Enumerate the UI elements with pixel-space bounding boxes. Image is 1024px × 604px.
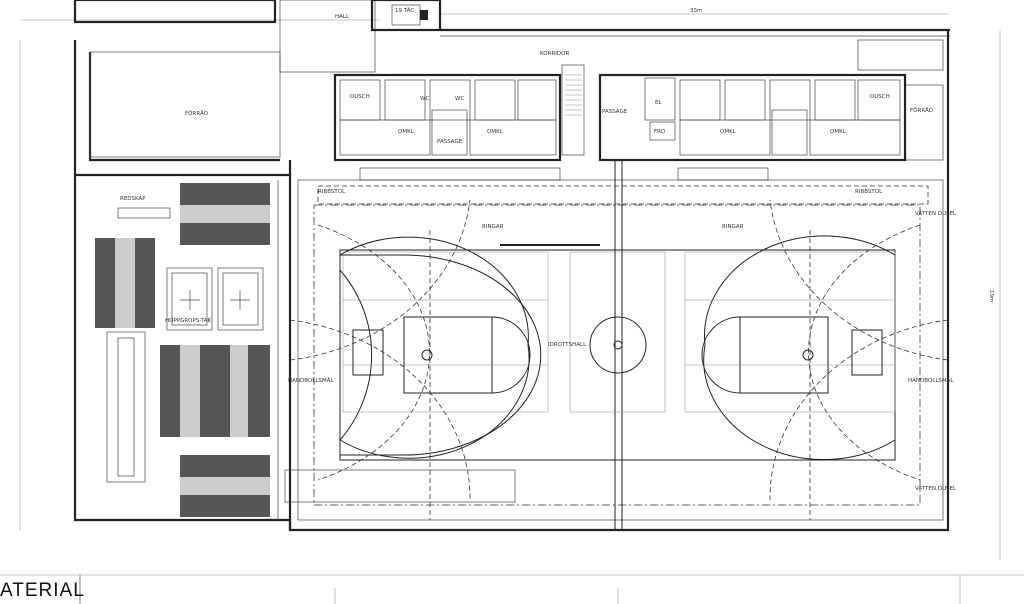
ringar-label-2: RINGAR	[722, 224, 744, 230]
fpd-label: FRD	[654, 129, 665, 135]
hall-label: HALL	[335, 14, 350, 20]
redskap-label: REDSKAP	[120, 196, 146, 202]
forrad-left-label: FÖRRÅD	[185, 110, 208, 117]
omkl-label-1: OMKL	[398, 129, 415, 135]
material-label: ATERIAL	[0, 580, 85, 601]
top-room-label: 19 TÄC	[395, 7, 414, 14]
corridor-label: KORRIDOR	[540, 51, 569, 57]
omkl-label-4: OMKL	[830, 129, 847, 135]
handbollsmal-left-label: HANDBOLLSMÅL	[288, 377, 334, 384]
changing-rooms-left: WC WC DUSCH OMKL OMKL PASSAGE	[333, 64, 585, 162]
equipment-storage: HOPPGROPS-TAK REDSKAP	[95, 183, 270, 517]
top-wing: 19 TÄC HALL KORRIDOR	[73, 0, 950, 73]
wc-label-2: WC	[455, 96, 464, 102]
el-label: EL	[655, 100, 662, 106]
changing-rooms-right: EL FRD PASSAGE OMKL OMKL DUSCH	[598, 39, 944, 162]
passage-left-label: PASSAGE	[437, 139, 463, 145]
idrottshall-label: IDROTTSHALL	[548, 342, 587, 348]
ribbstol-label-2: RIBBSTOL	[855, 189, 883, 195]
building-outline: FÖRRÅD FÖRRÅD	[73, 30, 950, 532]
dusch-label-2: DUSCH	[870, 94, 890, 100]
dimension-lines: 33m 19m	[19, 8, 1001, 560]
dusch-label-1: DUSCH	[350, 94, 370, 100]
ribbstol-label-1: RIBBSTOL	[318, 189, 346, 195]
vattendusel-label-1: VATTEN DUSEL	[915, 211, 957, 217]
dim-width: 33m	[690, 8, 702, 14]
dim-height: 19m	[988, 290, 994, 302]
vattendusel-label-2: VATTEN DUSEL	[915, 486, 957, 492]
omkl-label-2: OMKL	[487, 129, 504, 135]
ringar-label-1: RINGAR	[482, 224, 504, 230]
omkl-label-3: OMKL	[720, 129, 737, 135]
title-block-lines	[0, 574, 1024, 604]
wc-label-1: WC	[420, 96, 429, 102]
forrad-right-label: FÖRRÅD	[910, 107, 933, 114]
handbollsmal-right-label: HANDBOLLSMÅL	[908, 377, 954, 384]
sports-hall: IDROTTSHALL HANDBOLLSMÅL HANDBOLLSMÅL VA…	[284, 160, 957, 530]
passage-right-label: PASSAGE	[602, 109, 628, 115]
hoppgrop-label: HOPPGROPS-TAK	[165, 318, 211, 324]
